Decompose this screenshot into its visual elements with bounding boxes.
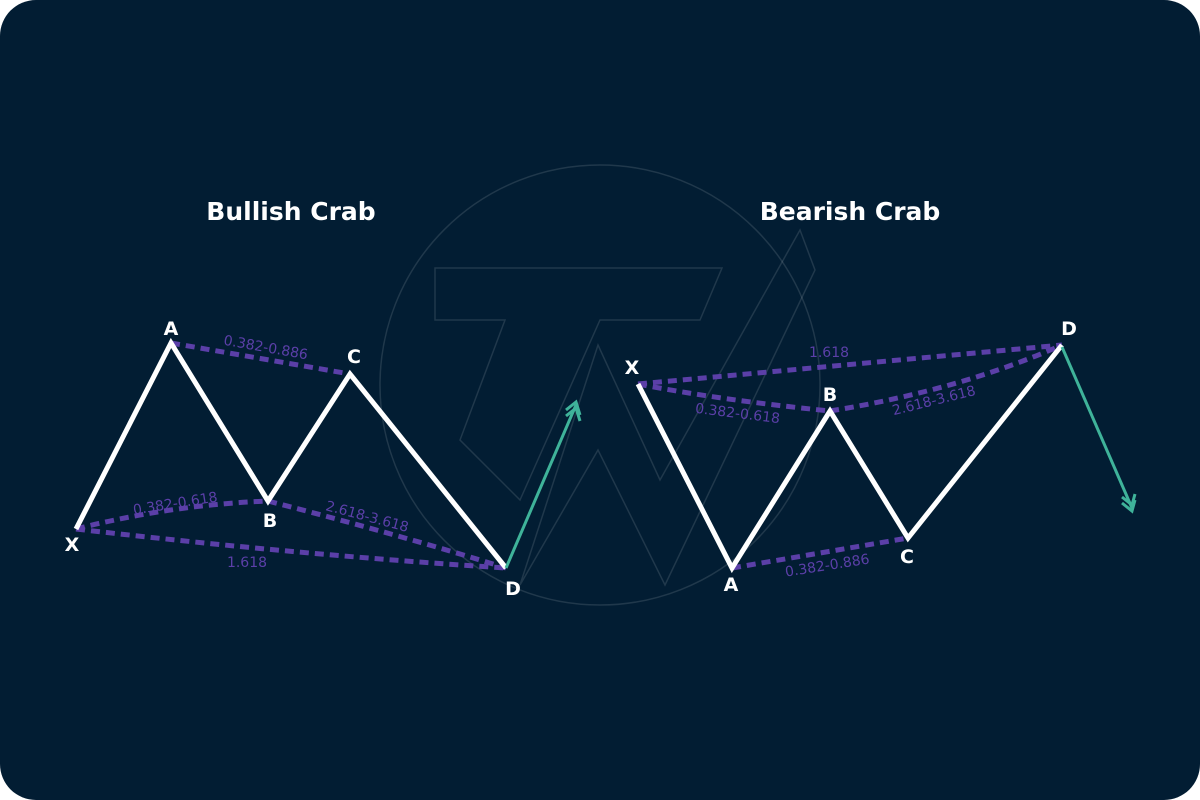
bearish-xd-ratio: 1.618 — [809, 345, 849, 361]
bearish-arrow-down-icon — [1060, 346, 1137, 514]
bearish-title: Bearish Crab — [760, 197, 941, 226]
bullish-title: Bullish Crab — [206, 197, 375, 226]
bearish-xd-ratio-line — [637, 342, 1063, 387]
bullish-xd-ratio-line — [75, 526, 507, 571]
logo-watermark-icon — [379, 164, 821, 606]
bearish-point-d: D — [1061, 318, 1077, 340]
bullish-bd-ratio-line — [267, 498, 507, 571]
bullish-xd-ratio: 1.618 — [227, 555, 267, 571]
bullish-point-c: C — [347, 346, 361, 368]
bearish-bd-ratio-line — [829, 342, 1064, 414]
bullish-bd-ratio: 2.618-3.618 — [324, 498, 410, 536]
bearish-point-a: A — [724, 574, 739, 596]
bullish-point-b: B — [263, 510, 277, 532]
bullish-point-a: A — [164, 318, 179, 340]
bearish-xb-ratio-line — [637, 381, 831, 414]
bearish-point-x: X — [625, 357, 640, 379]
bearish-crab-pattern: Bearish Crab 1.618 0.382-0.618 2.618-3.6… — [625, 197, 1137, 596]
bearish-xabcd-line — [635, 343, 1064, 574]
bearish-xb-ratio: 0.382-0.618 — [694, 401, 781, 427]
bullish-xb-ratio: 0.382-0.618 — [132, 489, 219, 518]
bearish-point-c: C — [900, 546, 914, 568]
bearish-point-b: B — [823, 384, 837, 406]
bullish-xabcd-line — [73, 337, 508, 570]
bullish-arrow-up-icon — [504, 399, 582, 569]
bullish-point-d: D — [505, 578, 521, 600]
bullish-crab-pattern: Bullish Crab 0.382-0.886 0.382-0.618 2.6… — [65, 197, 582, 600]
bullish-ac-ratio-line — [170, 340, 351, 377]
bullish-point-x: X — [65, 534, 80, 556]
bullish-xb-ratio-line — [75, 498, 269, 532]
